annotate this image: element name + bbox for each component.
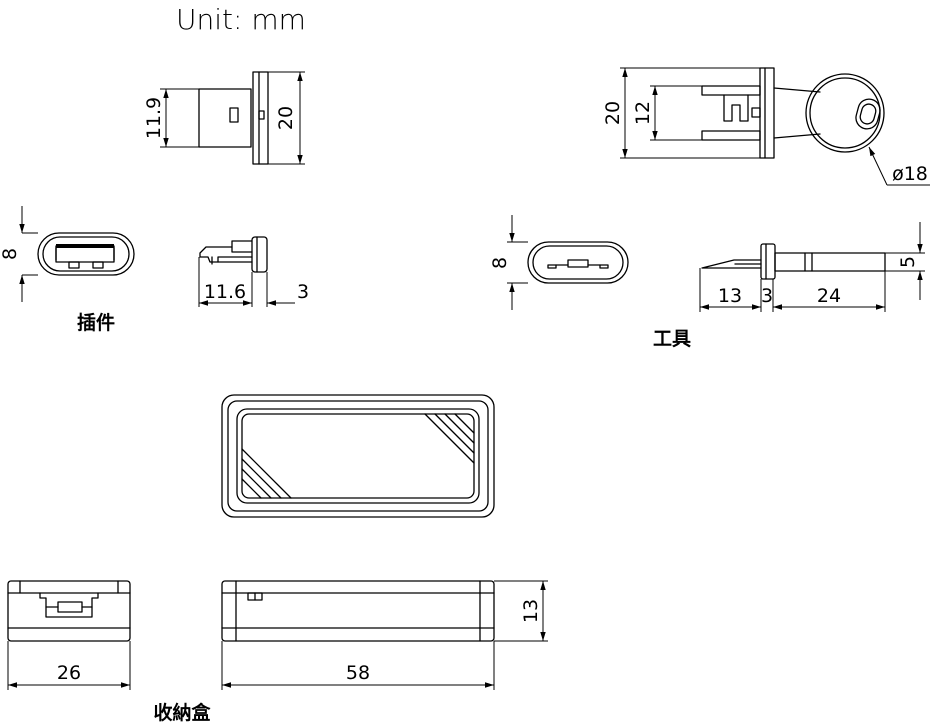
unit-label: Unit: mm (176, 3, 306, 36)
dim-box-26: 26 (57, 662, 81, 684)
tool-side-view: 13 3 24 5 (699, 222, 925, 312)
box-side-view: 58 13 (221, 580, 548, 690)
dim-tool-dia-18: ø18 (892, 163, 928, 185)
tool-end-view: 8 (489, 215, 629, 310)
dim-plug-11-6: 11.6 (204, 281, 246, 303)
dim-tool-3: 3 (761, 285, 773, 307)
dim-plug-3: 3 (297, 281, 309, 303)
dim-tool-20: 20 (602, 101, 624, 125)
dim-tool-5: 5 (897, 256, 919, 268)
dim-plug-8: 8 (0, 248, 21, 260)
plug-end-view: 8 (0, 206, 135, 302)
dim-plug-11-9: 11.9 (143, 97, 165, 139)
caption-plug: 插件 (77, 311, 115, 334)
caption-box: 收納盒 (153, 701, 211, 724)
box-top-view (221, 394, 495, 518)
plug-side-view: 11.9 20 (143, 71, 305, 165)
dim-tool-24: 24 (817, 285, 841, 307)
dim-plug-20: 20 (275, 106, 297, 130)
caption-tool: 工具 (653, 328, 691, 350)
dim-tool-12: 12 (632, 101, 654, 125)
plug-profile-view: 11.6 3 (198, 236, 309, 307)
box-end-view: 26 (7, 580, 131, 690)
dim-tool-8: 8 (489, 257, 511, 269)
tool-front-view: 20 12 ø18 (602, 67, 930, 186)
dim-box-58: 58 (346, 662, 370, 684)
dim-tool-13: 13 (718, 285, 742, 307)
dim-box-13: 13 (520, 599, 542, 623)
